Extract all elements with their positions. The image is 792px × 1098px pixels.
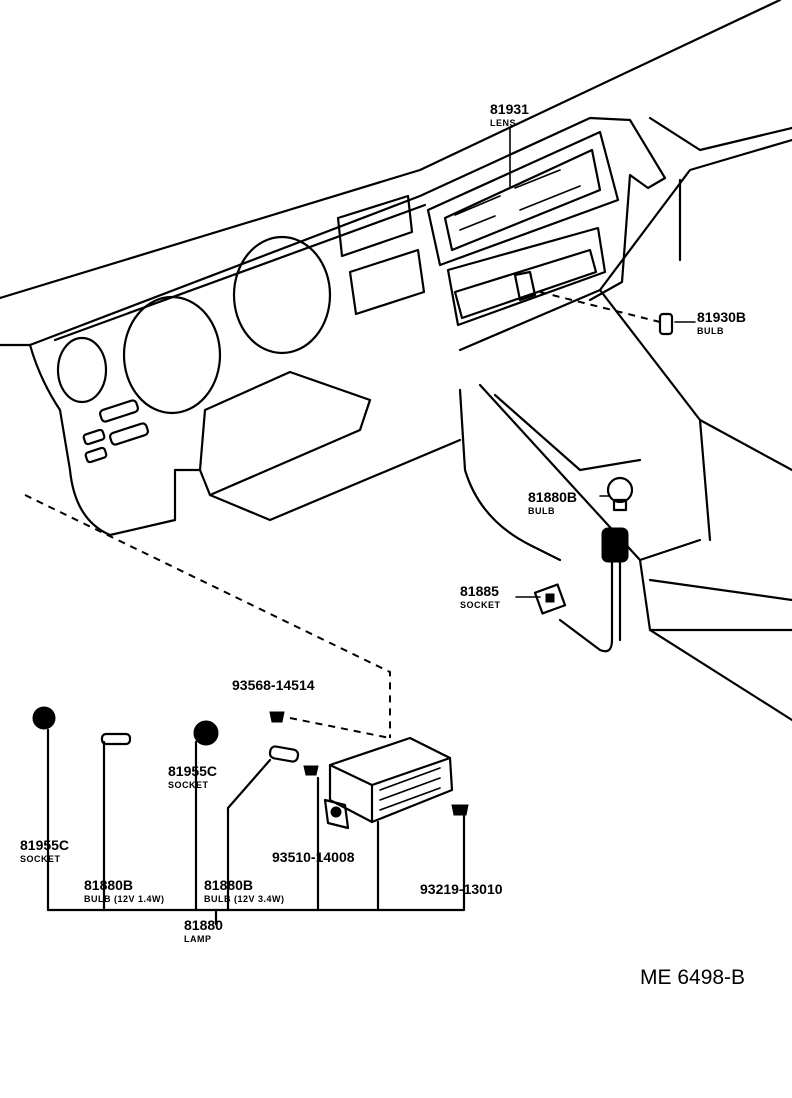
socket-81885-number: 81885 bbox=[460, 583, 499, 599]
callouts: 81931 LENS 81930B BULB 81880B BULB 81885… bbox=[20, 101, 746, 989]
socket-81955c-mid-icon bbox=[193, 720, 219, 746]
bulb-81880b-desc: BULB bbox=[528, 506, 555, 516]
socket-mid-number: 81955C bbox=[168, 763, 217, 779]
bulb-small-number: 81880B bbox=[84, 877, 133, 893]
drawing-code: ME 6498-B bbox=[640, 966, 745, 989]
socket-81885-desc: SOCKET bbox=[460, 600, 501, 610]
lamp-number: 81880 bbox=[184, 917, 223, 933]
lamp-desc: LAMP bbox=[184, 934, 212, 944]
lens-desc: LENS bbox=[490, 118, 516, 128]
screw-93568-icon bbox=[269, 711, 285, 723]
bulb-large-desc: BULB (12V 3.4W) bbox=[204, 894, 285, 904]
bulb-large-number: 81880B bbox=[204, 877, 253, 893]
socket-left-desc: SOCKET bbox=[20, 854, 61, 864]
bulb-81930b-number: 81930B bbox=[697, 309, 746, 325]
bulb-large-icon bbox=[268, 745, 300, 763]
bulb-81930b-desc: BULB bbox=[697, 326, 724, 336]
screw-93219-icon bbox=[451, 804, 469, 816]
bulb-81880b-number: 81880B bbox=[528, 489, 577, 505]
screw-93510-icon bbox=[303, 765, 319, 776]
screw-93568-number: 93568-14514 bbox=[232, 677, 315, 693]
lens-number: 81931 bbox=[490, 101, 529, 117]
bulb-81930b-icon bbox=[658, 312, 674, 336]
bulb-81880b-icon bbox=[606, 476, 634, 512]
dashboard-outline bbox=[0, 0, 792, 722]
lamp-housing-icon bbox=[323, 736, 454, 830]
bulb-small-desc: BULB (12V 1.4W) bbox=[84, 894, 165, 904]
socket-mid-desc: SOCKET bbox=[168, 780, 209, 790]
socket-81885-icon bbox=[533, 527, 629, 653]
screw-93219-number: 93219-13010 bbox=[420, 881, 503, 897]
screw-93510-number: 93510-14008 bbox=[272, 849, 355, 865]
bulb-small-icon bbox=[100, 732, 132, 746]
leader-lines bbox=[24, 127, 696, 926]
socket-left-number: 81955C bbox=[20, 837, 69, 853]
socket-81955c-left-icon bbox=[32, 706, 56, 730]
components bbox=[32, 312, 674, 830]
